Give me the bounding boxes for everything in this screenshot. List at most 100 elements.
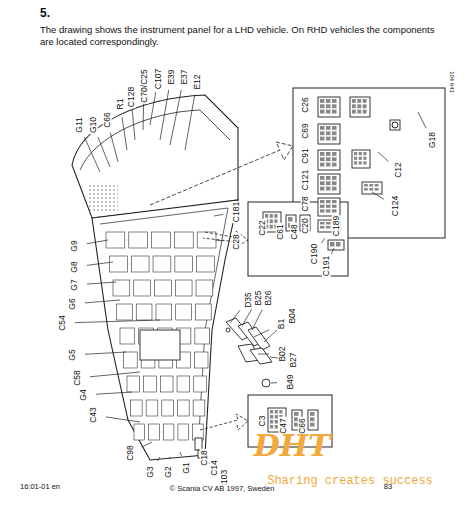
switch — [197, 256, 215, 272]
panel-face — [92, 200, 238, 460]
leader-line — [418, 112, 426, 128]
callout-label: E37 — [180, 68, 189, 85]
switch — [149, 424, 160, 440]
pin — [359, 152, 362, 155]
callout-label: C121 — [301, 169, 310, 191]
pin — [364, 188, 368, 191]
leader-line — [96, 392, 132, 394]
leader-line — [87, 282, 116, 284]
leader-line — [170, 90, 181, 145]
leader-line — [157, 457, 160, 461]
callout-label: C70/C25 — [140, 68, 149, 104]
footer-text: 16:01-01 en — [19, 483, 61, 491]
pin — [326, 157, 331, 161]
connector-block — [308, 410, 318, 430]
pin — [320, 181, 325, 185]
pin — [275, 425, 278, 429]
callout-label: C20 — [301, 217, 310, 235]
callout-label: E39 — [167, 68, 176, 85]
connector-block — [318, 198, 340, 216]
watermark: DHT — [253, 431, 332, 461]
pin — [279, 410, 282, 414]
connector-block — [350, 97, 370, 117]
pin — [274, 214, 277, 218]
leader-line — [142, 442, 152, 447]
pin — [332, 176, 337, 180]
pin — [326, 126, 331, 130]
leader-line — [90, 372, 140, 377]
leader-line — [132, 110, 135, 140]
callout-label: C66 — [103, 111, 112, 129]
callout-label: C128 — [127, 86, 136, 108]
leader-line — [85, 300, 120, 303]
switch — [124, 352, 138, 368]
callout-label: B26 — [264, 289, 273, 306]
leader-line — [180, 452, 181, 456]
panel-face-edge — [100, 208, 228, 450]
switch — [162, 400, 174, 416]
switch — [160, 376, 173, 392]
callout-label: C28 — [232, 233, 241, 251]
switch — [193, 400, 205, 416]
leader-line — [214, 214, 223, 216]
leader-line — [321, 238, 325, 243]
pin — [270, 225, 273, 229]
callout-label: C190 — [310, 243, 319, 265]
pin — [332, 181, 337, 185]
callout-label: C54 — [58, 314, 67, 332]
pin — [326, 176, 331, 180]
pin — [275, 420, 278, 424]
callout-label: C14 — [210, 459, 219, 477]
pin — [326, 200, 331, 203]
callout-label: G8 — [70, 260, 79, 273]
watermark: Sharing creates success — [266, 475, 434, 487]
callout-label: C12 — [394, 161, 403, 179]
connector-block — [318, 97, 340, 117]
leader-line — [271, 382, 277, 383]
pin — [326, 181, 331, 185]
pin — [320, 152, 325, 156]
switch — [129, 232, 148, 248]
pin — [326, 209, 331, 212]
callout-label: C124 — [391, 195, 400, 217]
switch — [177, 376, 190, 392]
callout-label: G4 — [79, 388, 88, 401]
callout-label: C107 — [154, 68, 163, 90]
switch — [113, 280, 130, 296]
switch — [134, 280, 151, 296]
pin — [326, 131, 331, 135]
pin — [320, 99, 325, 103]
leader-line — [242, 309, 252, 326]
callout-label: C58 — [73, 369, 82, 387]
pin — [352, 104, 356, 108]
callout-label: C43 — [89, 406, 98, 424]
pin — [270, 410, 273, 414]
switch — [146, 400, 158, 416]
pin — [288, 217, 293, 222]
pin — [326, 163, 331, 167]
pin — [320, 176, 325, 180]
pin — [352, 110, 356, 114]
connector-block — [318, 150, 340, 170]
pin — [332, 157, 337, 161]
switch-rows — [106, 232, 216, 440]
leader-line — [98, 137, 110, 167]
switch — [194, 352, 208, 368]
pin — [332, 209, 337, 212]
pin — [326, 222, 331, 225]
pin — [320, 163, 325, 167]
pin — [320, 226, 325, 229]
leader-line — [331, 248, 334, 254]
callout-label: C61 — [276, 223, 285, 241]
callout-label: C189 — [332, 215, 341, 237]
callout-label: C98 — [126, 444, 135, 462]
footer-text: © Scania CV AB 1997, Sweden — [169, 485, 276, 493]
pin — [354, 161, 357, 164]
pin — [326, 152, 331, 156]
pin — [270, 425, 273, 429]
pin — [354, 152, 357, 155]
switch — [110, 256, 128, 272]
pin — [310, 412, 315, 416]
pin — [326, 205, 331, 208]
pin — [326, 99, 331, 103]
